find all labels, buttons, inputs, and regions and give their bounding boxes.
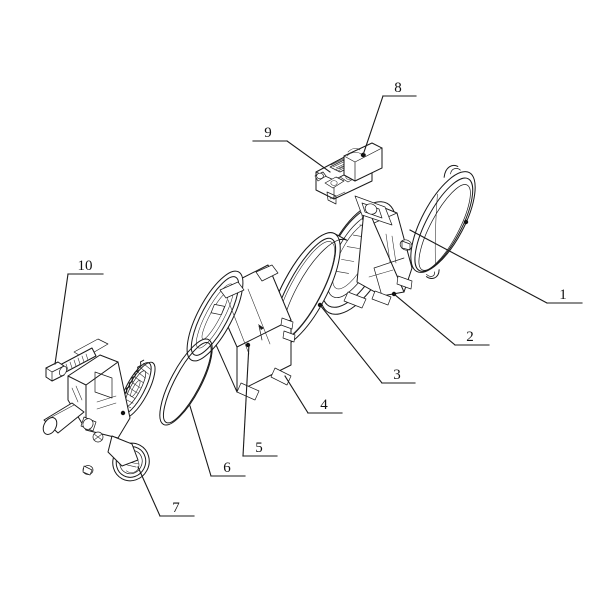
callout-4-leader-line	[284, 375, 309, 414]
callout-10-leader-line	[54, 273, 69, 365]
callout-10-number: 10	[78, 258, 93, 274]
callout-3: 3	[319, 304, 416, 384]
dot-part-4	[245, 342, 251, 348]
callout-2: 2	[393, 293, 490, 346]
callout-7-number: 7	[172, 500, 180, 516]
part-8-connector-cover	[343, 142, 383, 182]
part-4-stator-body	[186, 264, 296, 401]
callout-7-leader-line	[137, 466, 161, 517]
callout-1: 1	[409, 229, 583, 304]
callout-layer: 1 2 3 4 5 6 7 8 9 10	[54, 80, 583, 517]
dot-part-6	[120, 410, 126, 416]
callout-3-number: 3	[393, 367, 401, 383]
callout-7: 7	[137, 466, 195, 517]
callout-9: 9	[252, 125, 331, 173]
callout-2-number: 2	[466, 329, 474, 345]
callout-8-number: 8	[394, 80, 402, 96]
callout-8-leader-line	[362, 95, 384, 156]
callout-1-number: 1	[559, 287, 567, 303]
part-2-motor-end-housing	[319, 195, 413, 315]
callout-4: 4	[284, 375, 343, 414]
callout-9-number: 9	[264, 125, 272, 141]
callout-6-leader-line	[189, 405, 212, 477]
part-7-pump-volute-housing	[42, 338, 150, 482]
callout-3-leader-line	[319, 304, 383, 384]
part-10-mounting-bolt	[45, 347, 97, 382]
part-5-sealing-o-ring	[159, 338, 213, 426]
callout-5-leader-line	[242, 343, 250, 457]
callout-6: 6	[189, 405, 246, 477]
callout-5: 5	[242, 343, 278, 457]
callout-4-number: 4	[320, 397, 328, 413]
dot-part-1	[463, 219, 469, 225]
callout-1-leader-line	[409, 229, 548, 304]
callout-6-number: 6	[223, 460, 231, 476]
callout-5-number: 5	[255, 440, 263, 456]
callout-9-leader-line	[286, 140, 331, 173]
callout-2-leader-line	[393, 293, 456, 346]
callout-8: 8	[362, 80, 417, 156]
callout-10: 10	[54, 258, 104, 365]
